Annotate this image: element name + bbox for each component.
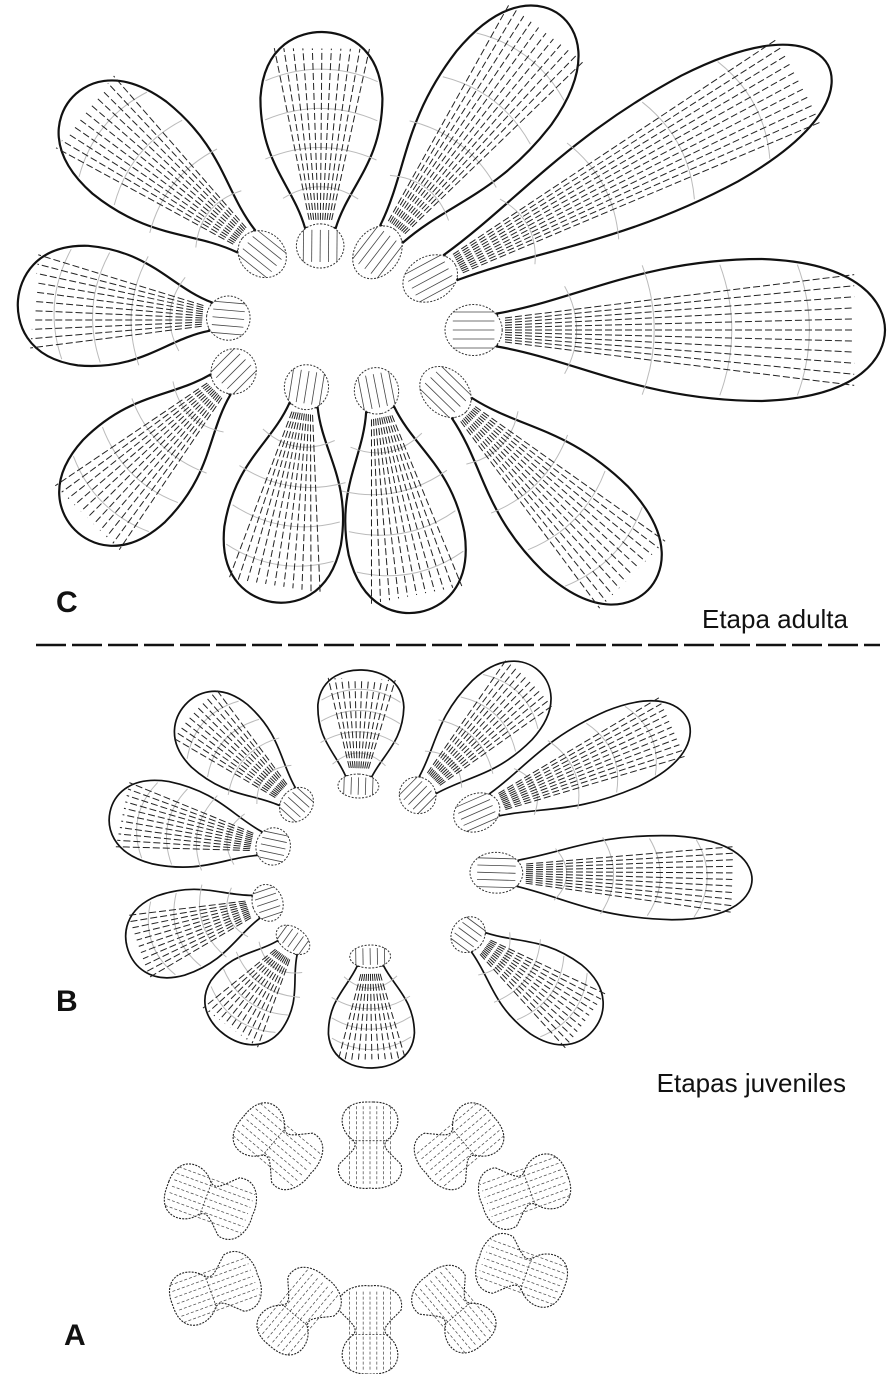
juvenile-petal-7 xyxy=(327,944,415,1068)
adult-petal-2 xyxy=(259,31,383,268)
panel-letter-b: B xyxy=(56,985,78,1018)
early-element-2 xyxy=(338,1102,401,1188)
stage-label-adult: Etapa adulta xyxy=(702,604,849,634)
stage-label-juvenile: Etapas juveniles xyxy=(657,1068,846,1098)
early-element-9 xyxy=(162,1246,268,1334)
juvenile-petal-6 xyxy=(430,890,621,1062)
early-element-10 xyxy=(157,1155,264,1245)
early-element-4 xyxy=(472,1145,579,1235)
juvenile-petal-2 xyxy=(315,669,405,800)
juvenile-petal-5 xyxy=(469,830,753,922)
adult-petal-5 xyxy=(445,259,885,401)
panel-letter-c: C xyxy=(56,586,78,619)
panel-b-juvenile-rosette xyxy=(101,642,753,1068)
panel-c-adult-rosette xyxy=(13,0,885,633)
panel-a-early-juvenile-ring xyxy=(157,1092,578,1374)
panel-letter-a: A xyxy=(64,1319,86,1352)
early-element-7 xyxy=(338,1286,401,1374)
early-element-8 xyxy=(246,1258,350,1365)
early-element-5 xyxy=(469,1228,575,1316)
